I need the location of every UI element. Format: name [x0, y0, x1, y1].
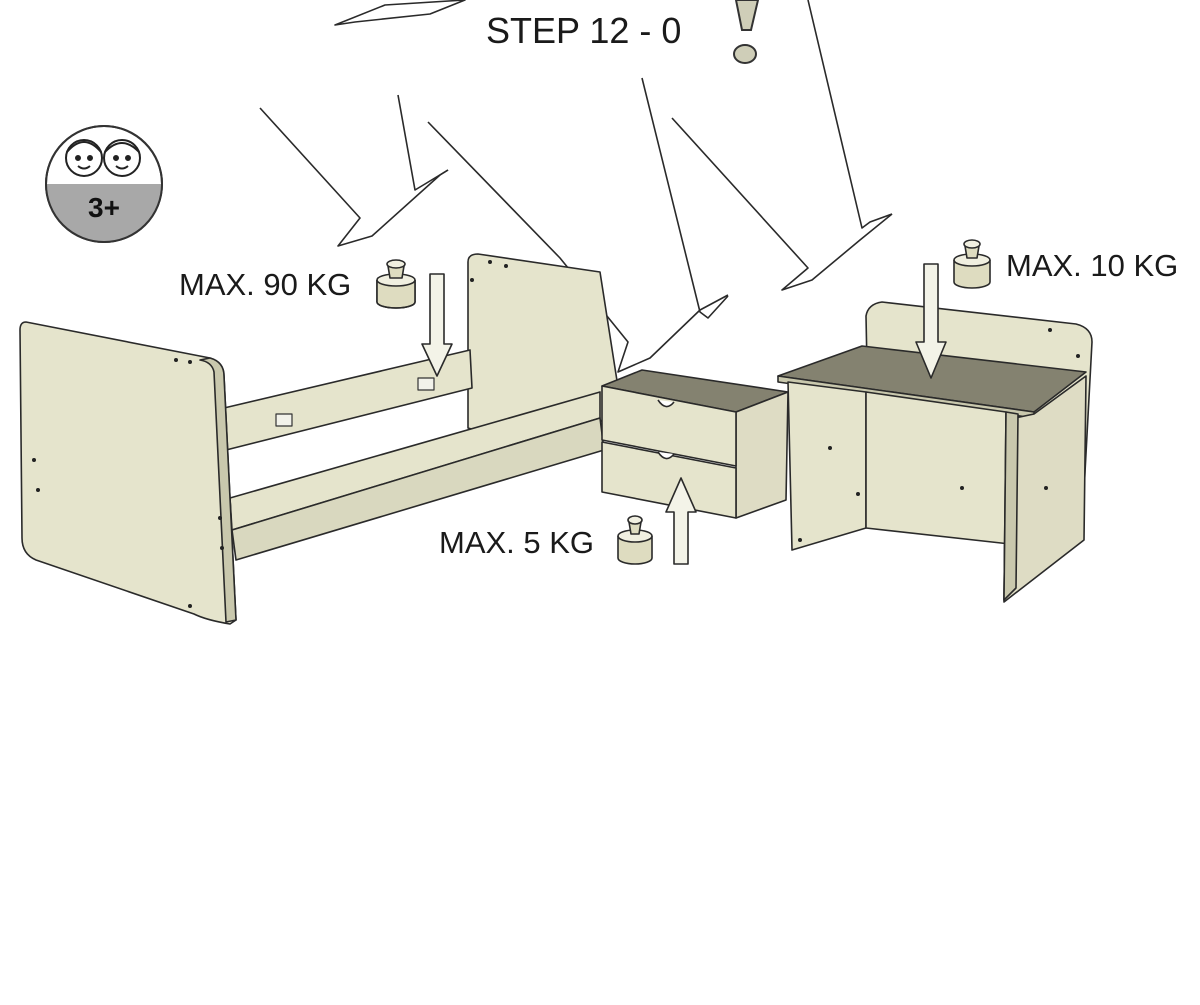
desk-left-panel: [787, 381, 867, 551]
bed-footboard-front: [19, 321, 237, 625]
motion-stroke-6: [671, 117, 893, 291]
drawer-load-limit-label: MAX. 5 KG: [439, 525, 595, 560]
step-title: STEP 12 - 0: [486, 10, 682, 51]
nightstand-drawer-bottom: [601, 441, 737, 519]
desk-load-limit-label: MAX. 10 KG: [1006, 248, 1179, 283]
nightstand-assembly: [601, 369, 789, 519]
bed-load-limit-label: MAX. 90 KG: [179, 267, 352, 302]
motion-stroke-3: [397, 94, 449, 191]
load-indicators: [376, 239, 991, 565]
age-badge-text: 3+: [88, 192, 120, 223]
motion-stroke-1: [334, 0, 466, 26]
nightstand-drawer-top: [601, 385, 737, 467]
nightstand-side: [735, 391, 789, 519]
age-badge: [45, 125, 163, 243]
bed-weight-icon: [376, 259, 416, 309]
desk-down-arrow: [915, 263, 947, 379]
motion-stroke-7: [807, 0, 893, 229]
desk-weight-icon: [953, 239, 991, 289]
desk-assembly: [777, 301, 1093, 603]
bed-down-arrow: [421, 273, 453, 377]
motion-stroke-2: [259, 107, 449, 247]
two-children-faces-icon: [65, 139, 141, 177]
bed-assembly: [19, 253, 621, 625]
motion-stroke-5: [641, 77, 729, 319]
drawer-weight-icon: [617, 515, 653, 565]
warning-exclamation-icon: [733, 0, 760, 64]
drawer-up-arrow: [665, 477, 697, 565]
motion-strokes: [259, 0, 893, 373]
